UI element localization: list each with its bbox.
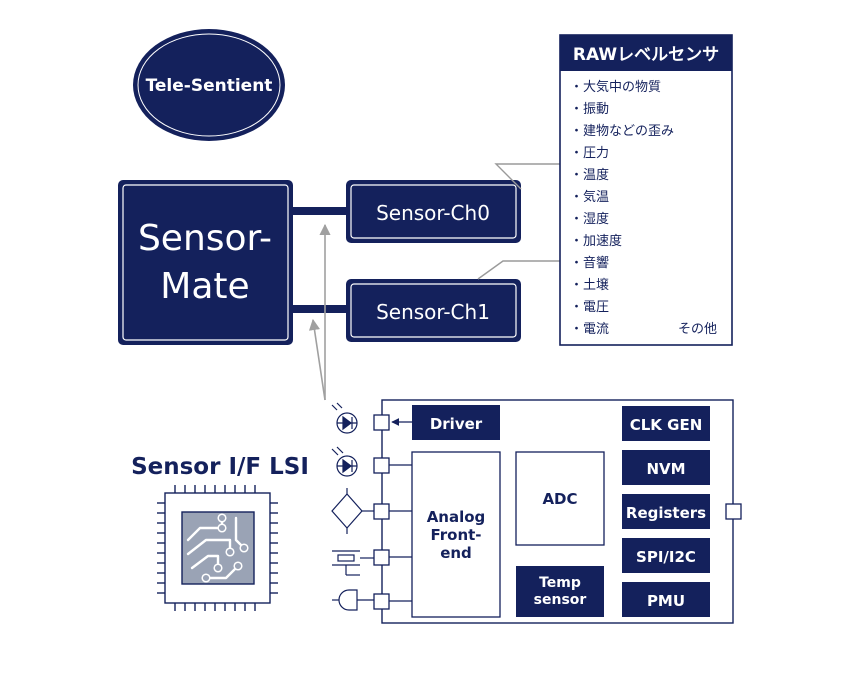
pmu-label: PMU	[647, 592, 685, 610]
raw-item: ・建物などの歪み	[570, 124, 674, 139]
raw-panel-header	[560, 35, 732, 71]
raw-item-other: その他	[678, 322, 717, 337]
lsi-pin	[373, 457, 390, 474]
raw-item: ・圧力	[570, 146, 609, 161]
raw-item: ・電圧	[570, 300, 609, 315]
afe-block	[411, 451, 501, 618]
spi-i2c-label: SPI/I2C	[636, 548, 696, 566]
sensor-mate-line1: Sensor-	[138, 218, 272, 259]
registers-label: Registers	[626, 504, 706, 522]
tele-sentient-logo: Tele-Sentient	[133, 29, 285, 141]
adc-block	[515, 451, 605, 546]
afe-label-line3: end	[440, 544, 472, 562]
lsi-pin	[373, 414, 390, 431]
microphone-icon	[332, 589, 374, 611]
raw-item: ・気温	[570, 189, 609, 205]
raw-item: ・大気中の物質	[570, 79, 661, 95]
afe-label-line1: Analog	[427, 508, 486, 526]
sensor-mate-line2: Mate	[160, 266, 249, 307]
raw-item: ・振動	[570, 102, 609, 117]
lsi-pin	[373, 549, 390, 566]
crystal-oscillator-icon	[332, 550, 374, 576]
registers-block	[622, 494, 710, 529]
pmu-block	[622, 582, 710, 617]
sensor-ch0-box: Sensor-Ch0	[346, 180, 521, 243]
adc-label: ADC	[542, 490, 577, 508]
lsi-output-pin	[725, 503, 742, 520]
photodiode-icon	[331, 446, 358, 477]
ch1-connector	[293, 305, 348, 313]
spi-i2c-block	[622, 538, 710, 573]
temp-sensor-block	[516, 566, 604, 617]
ch1-panel-link	[477, 260, 560, 280]
logo-text: Tele-Sentient	[146, 76, 273, 96]
raw-item: ・加速度	[570, 233, 622, 249]
driver-block	[412, 405, 500, 440]
led-emitter-icon	[331, 402, 358, 434]
lsi-pin	[373, 593, 390, 610]
ch0-panel-link	[494, 163, 560, 190]
raw-item: ・土壌	[570, 278, 609, 293]
raw-panel-title: RAWレベルセンサ	[573, 45, 719, 65]
clk-gen-block	[622, 406, 710, 441]
nvm-block	[622, 450, 710, 485]
lsi-title: Sensor I/F LSI	[131, 454, 309, 480]
raw-item: ・湿度	[570, 211, 609, 227]
sensor-mate-block: Sensor- Mate	[118, 180, 293, 345]
raw-item: ・電流	[570, 322, 609, 337]
nvm-label: NVM	[646, 460, 685, 478]
up-arrow-ch1	[308, 318, 326, 401]
temp-label-line2: sensor	[534, 592, 587, 608]
sensor-ch0-label: Sensor-Ch0	[376, 201, 490, 225]
raw-sensor-panel: RAWレベルセンサ ・大気中の物質 ・振動 ・建物などの歪み ・圧力 ・温度 ・…	[559, 34, 733, 346]
clk-gen-label: CLK GEN	[630, 416, 703, 434]
ch0-connector	[293, 207, 348, 215]
sensor-ch1-box: Sensor-Ch1	[346, 279, 521, 342]
raw-item: ・温度	[570, 167, 609, 183]
lsi-pin	[373, 503, 390, 520]
bridge-sensor-icon	[331, 488, 374, 534]
raw-item: ・音響	[570, 255, 609, 271]
temp-label-line1: Temp	[539, 575, 581, 591]
afe-label-line2: Front-	[430, 526, 481, 544]
chip-icon	[157, 485, 278, 611]
driver-label: Driver	[430, 415, 483, 433]
sensor-ch1-label: Sensor-Ch1	[376, 300, 490, 324]
